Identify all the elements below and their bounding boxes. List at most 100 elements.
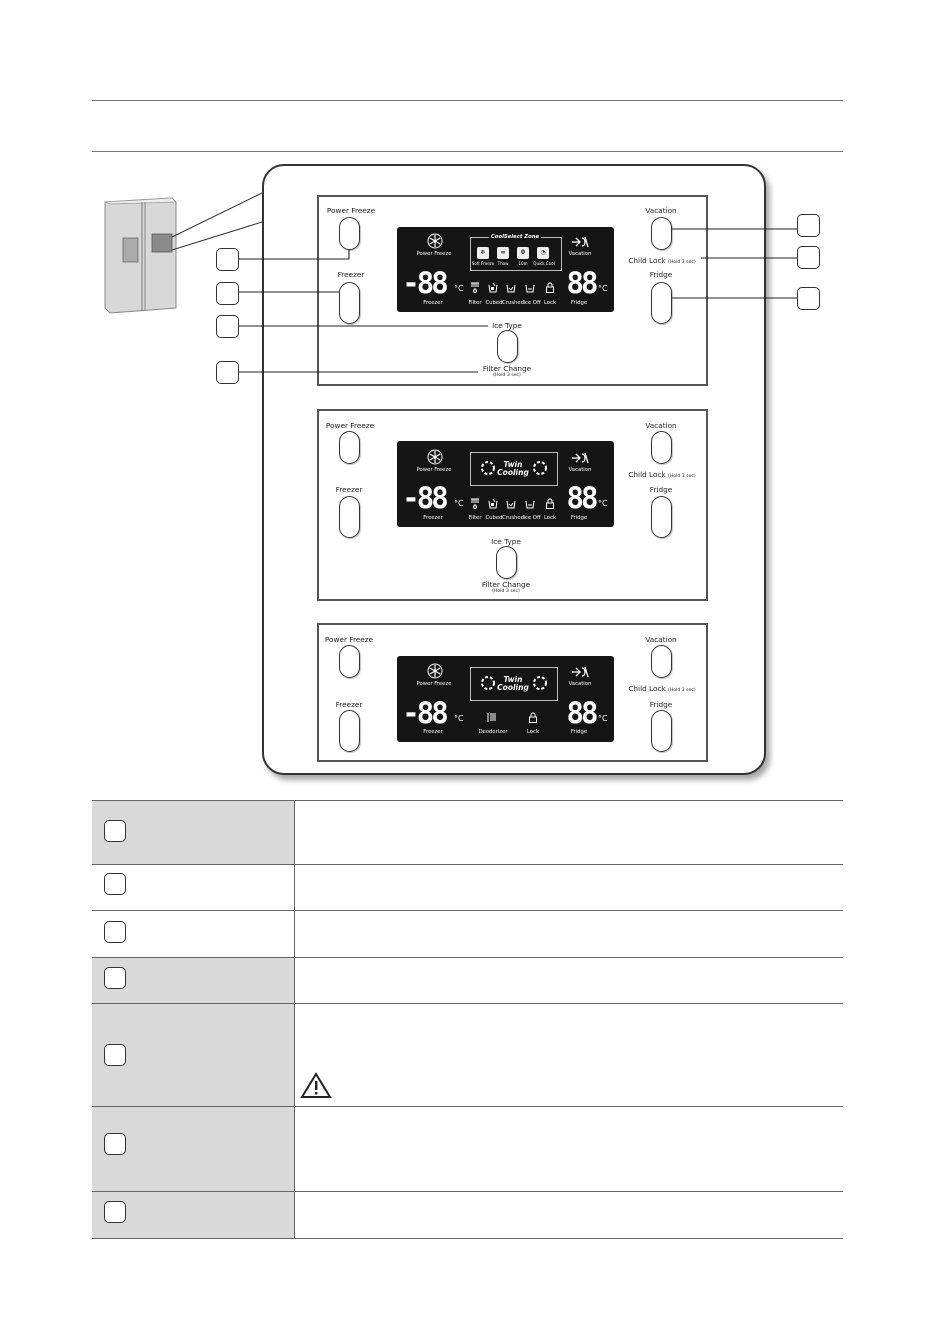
vacation-button[interactable]: [651, 645, 672, 678]
fridge-degree: °C: [598, 714, 608, 723]
ice-type-button[interactable]: [496, 546, 517, 579]
vacation-label: Vacation: [645, 206, 677, 215]
row-number-box: [104, 820, 126, 842]
crushed-icon: [506, 500, 516, 509]
ice-type-button[interactable]: [497, 330, 518, 363]
callout-lines: [239, 228, 797, 373]
lock-indicator: Lock: [543, 300, 557, 306]
callout-4: [216, 361, 239, 384]
fridge-degree: °C: [598, 284, 608, 293]
lock-indicator: Lock: [543, 515, 557, 521]
power-freeze-label: Power Freeze: [325, 421, 375, 430]
twin-cooling-icon: [481, 461, 547, 475]
power-freeze-button[interactable]: [339, 645, 360, 678]
ice-off-icon: [525, 500, 535, 509]
filter-indicator: Filter: [468, 515, 482, 521]
fridge-indicator: Fridge: [570, 729, 588, 735]
twin-cooling-box: [470, 452, 558, 486]
quick-cool-icon: ◔: [537, 247, 549, 259]
vacation-icon: [572, 236, 589, 248]
top-rule: [92, 100, 843, 101]
vacation-label: Vacation: [645, 635, 677, 644]
fridge-indicator: Fridge: [570, 300, 588, 306]
power-freeze-label: Power Freeze: [326, 206, 376, 215]
freezer-degree: °C: [454, 714, 464, 723]
callout-7: [797, 287, 820, 310]
soft-freeze-icon: ❄: [477, 247, 489, 259]
power-freeze-button[interactable]: [339, 431, 360, 464]
vacation-label: Vacation: [645, 421, 677, 430]
child-lock-label: Child Lock (Hold 3 sec): [628, 256, 696, 265]
fridge-label: Fridge: [649, 270, 673, 279]
fridge-temp-readout: 88: [566, 481, 599, 515]
fridge-button[interactable]: [651, 710, 672, 752]
crushed-icon: [506, 284, 516, 293]
ten-min-indicator: 10m: [518, 261, 528, 266]
freezer-button[interactable]: [339, 282, 360, 324]
freezer-temp-readout: -88: [402, 481, 448, 515]
filter-change-hold-label: (Hold 3 sec): [492, 589, 520, 594]
second-rule: [92, 151, 843, 152]
row-number-box: [104, 873, 126, 895]
vacation-icon: [572, 666, 589, 678]
soft-freeze-indicator: Soft Freeze: [471, 261, 495, 266]
power-freeze-indicator: Power Freeze: [416, 467, 452, 473]
power-freeze-label: Power Freeze: [324, 635, 374, 644]
power-freeze-indicator: Power Freeze: [416, 251, 452, 257]
cubed-icon: [488, 282, 498, 293]
row-number-box: [104, 967, 126, 989]
ten-min-icon: 0: [517, 247, 529, 259]
freezer-button[interactable]: [339, 496, 360, 538]
fridge-temp-readout: 88: [566, 696, 599, 730]
refrigerator-illustration: [104, 192, 263, 314]
callout-1: [216, 248, 239, 271]
vacation-indicator: Vacation: [568, 467, 592, 473]
callout-6: [797, 246, 820, 269]
fridge-button[interactable]: [651, 496, 672, 538]
warning-icon: [300, 1072, 332, 1098]
ice-off-indicator: Ice Off: [523, 515, 541, 521]
fridge-button[interactable]: [651, 282, 672, 324]
thaw-indicator: Thaw: [497, 261, 509, 266]
cubed-icon: [488, 498, 498, 509]
lock-indicator: Lock: [526, 729, 540, 735]
freezer-degree: °C: [454, 499, 464, 508]
freezer-label: Freezer: [335, 700, 363, 709]
thaw-icon: ∞: [497, 247, 509, 259]
crushed-indicator: Crushed: [502, 300, 524, 306]
freezer-temp-readout: -88: [402, 266, 448, 300]
freezer-button[interactable]: [339, 710, 360, 752]
freezer-indicator: Freezer: [423, 300, 443, 306]
table-row: [92, 957, 843, 1004]
filter-indicator: Filter: [468, 300, 482, 306]
table-row: [92, 1003, 843, 1107]
filter-change-hold-label: (Hold 3 sec): [493, 373, 521, 378]
vacation-icon: [572, 452, 589, 464]
table-row: [92, 910, 843, 958]
vacation-indicator: Vacation: [568, 681, 592, 687]
table-row: [92, 1191, 843, 1239]
freezer-indicator: Freezer: [423, 729, 443, 735]
freezer-label: Freezer: [335, 485, 363, 494]
filter-icon: [471, 282, 479, 293]
callout-2: [216, 282, 239, 305]
fridge-degree: °C: [598, 499, 608, 508]
twin-cooling-icon: [481, 676, 547, 690]
row-number-box: [104, 921, 126, 943]
filter-change-label: Filter Change: [482, 364, 532, 373]
row-number-box: [104, 1044, 126, 1066]
vacation-button[interactable]: [651, 217, 672, 250]
crushed-indicator: Crushed: [502, 515, 524, 521]
callout-5: [797, 214, 820, 237]
ice-type-label: Ice Type: [492, 321, 522, 330]
vacation-button[interactable]: [651, 431, 672, 464]
display-1: Power Freeze CoolSelect Zone ❄ ∞ 0 ◔ Sof…: [397, 227, 614, 312]
fridge-label: Fridge: [649, 700, 673, 709]
filter-change-label: Filter Change: [481, 580, 531, 589]
freezer-degree: °C: [454, 284, 464, 293]
child-lock-label: Child Lock (Hold 3 sec): [628, 684, 696, 693]
deodorizer-icon: [487, 713, 496, 722]
